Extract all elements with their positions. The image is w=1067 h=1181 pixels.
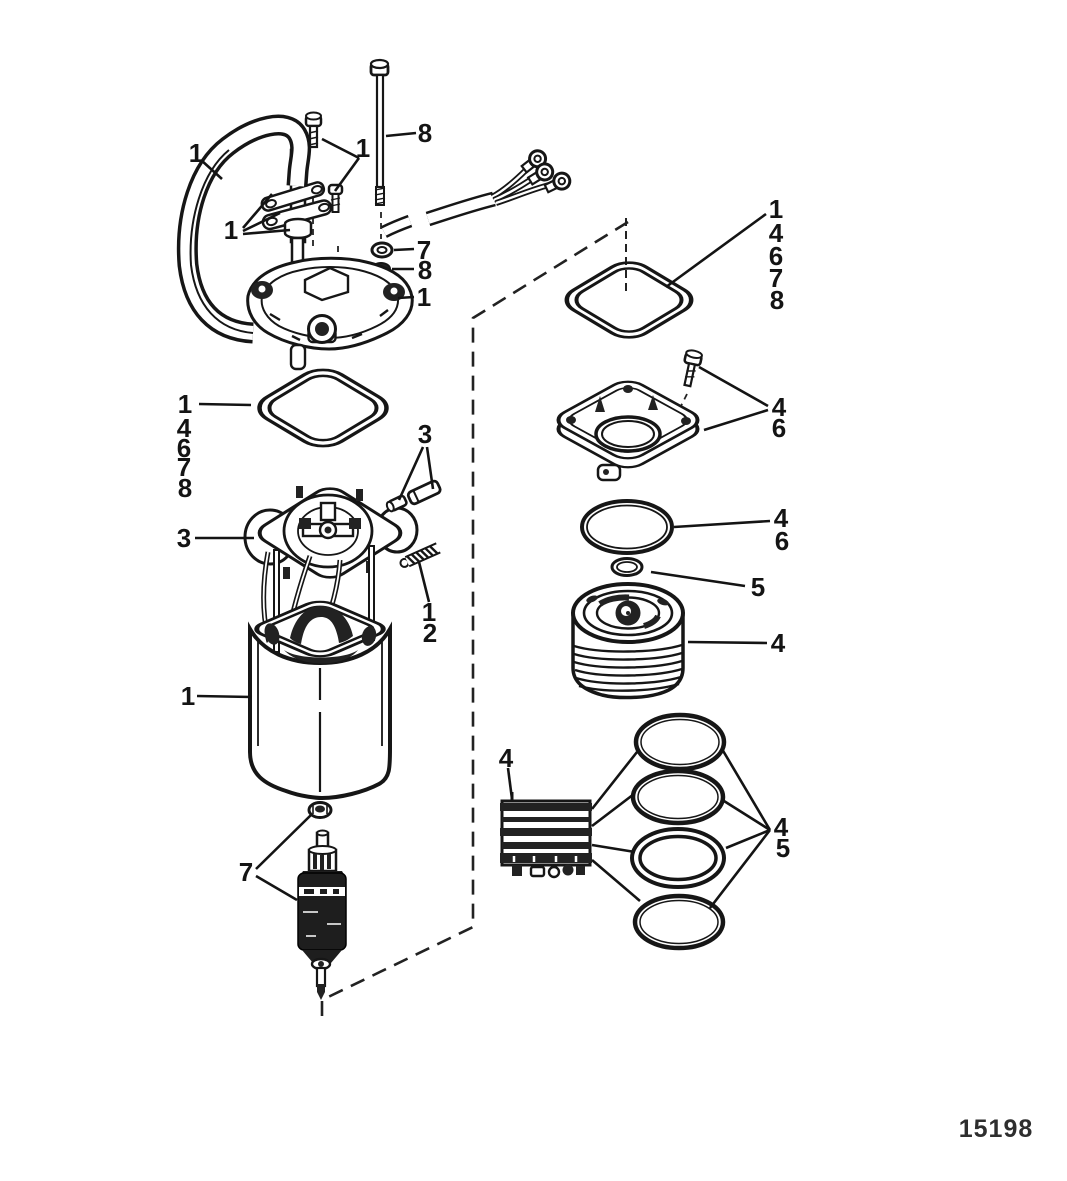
callout-housing: 1 [181,681,195,711]
callout-pins: 3 [418,419,432,449]
callout-cover: 1 [417,282,431,312]
valve-plate-stack [500,792,592,879]
callout-spring-1: 1 [422,597,436,627]
mounting-screw-a [304,111,323,149]
callout-left-gasket-4: 4 [177,413,192,443]
o-ring-large [580,499,674,555]
callout-right-gasket-7: 7 [769,263,783,293]
adapter-plate [556,380,700,482]
callout-left-gasket-6: 6 [177,433,191,463]
callout-adapter-6: 6 [772,413,786,443]
callout-spring-2: 2 [423,618,437,648]
brush-spring [399,542,441,568]
separator-dashed-line [320,218,629,1017]
ring-terminal-3 [543,171,572,194]
cover-gasket-right [564,261,694,339]
callout-left-gasket-1: 1 [178,389,192,419]
callout-oring-set-5: 5 [776,833,790,863]
hose [176,114,312,344]
callout-right-gasket-8: 8 [770,285,784,315]
callout-screws: 1 [356,133,370,163]
flat-washer [370,241,394,259]
callout-hose: 1 [189,138,203,168]
pump-body [571,582,685,700]
adapter-screw [683,349,703,388]
long-bolt [369,58,390,206]
callout-clamps: 1 [224,215,238,245]
brush-end-plate [243,486,419,653]
callout-oring-small: 5 [751,572,765,602]
callout-pump-body: 4 [771,628,786,658]
callout-oring-set-4: 4 [774,812,789,842]
leader-lines [195,131,772,909]
callout-valve-stack: 4 [499,743,514,773]
part-number: 15198 [959,1115,1034,1143]
ring-terminal-1 [520,149,548,174]
grommet [283,217,313,240]
callout-right-gasket-6: 6 [769,241,783,271]
cover-gasket-left [257,368,389,448]
callout-lock-nut: 8 [418,255,432,285]
callout-adapter-4: 4 [772,392,787,422]
o-ring-set [630,712,727,951]
armature-nut [307,801,333,819]
callout-washer: 7 [417,235,431,265]
ring-terminal-2 [526,162,555,186]
callout-right-gasket-1: 1 [769,194,783,224]
motor-housing [248,600,392,801]
callout-long-bolt: 8 [418,118,432,148]
callout-brush-plate: 3 [177,523,191,553]
callout-armature: 7 [239,857,253,887]
wire-harness [381,149,572,238]
callout-left-gasket-8: 8 [178,473,192,503]
armature [297,829,347,1000]
callout-left-gasket-7: 7 [177,452,191,482]
o-ring-small [610,557,644,577]
callout-right-gasket-4: 4 [769,218,784,248]
callout-oring-large-6: 6 [775,526,789,556]
pump-cover [246,256,414,371]
callout-oring-large-4: 4 [774,503,789,533]
